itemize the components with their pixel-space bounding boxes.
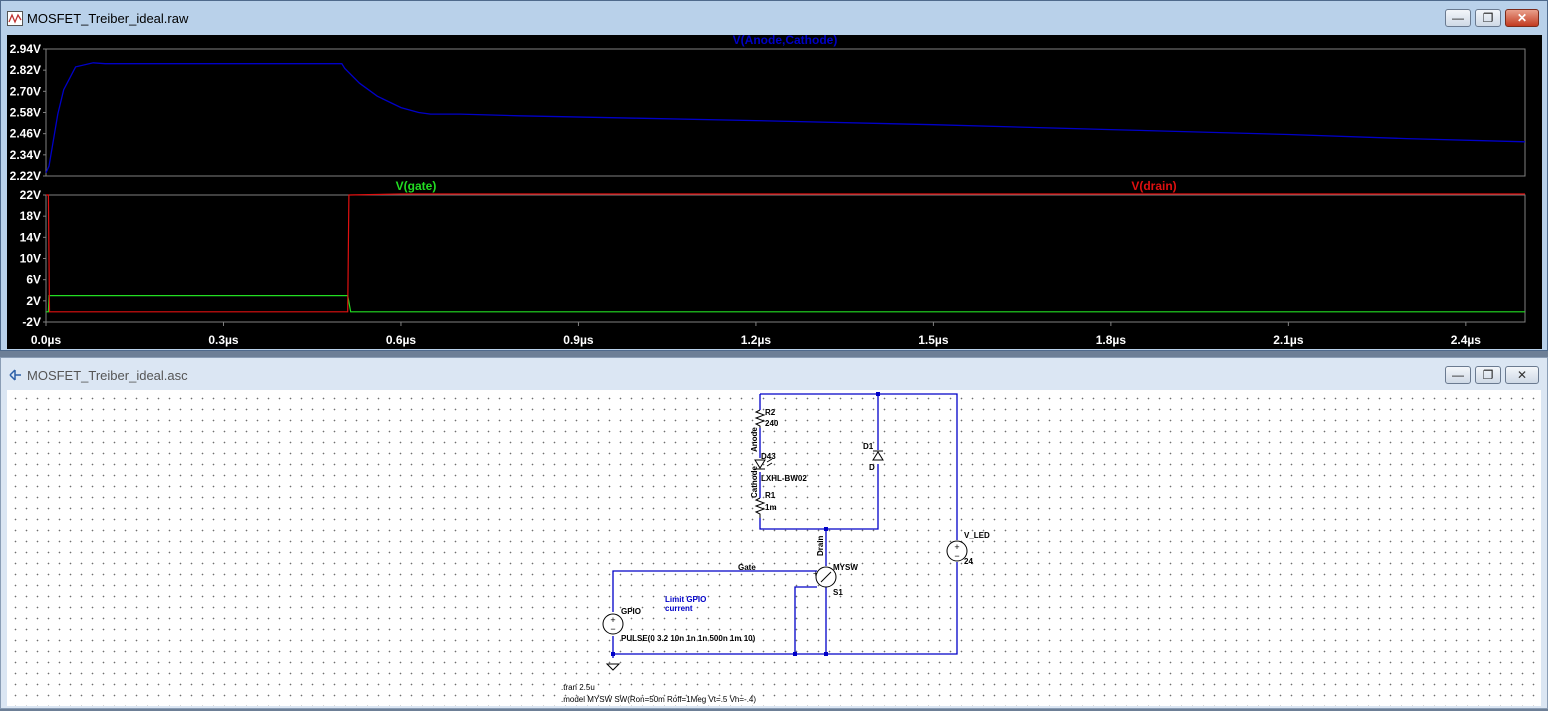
svg-text:+: + [610,615,615,625]
x-tick-label: 2.4µs [1451,333,1482,347]
d43-value[interactable]: LXHL-BW02 [761,474,807,483]
net-label-gate[interactable]: Gate [738,563,756,572]
net-label-cathode[interactable]: Cathode [750,465,759,498]
waveform-app-icon [7,11,23,26]
junction [611,652,615,656]
pane1-y-tick-label: 2.58V [10,106,41,120]
wire-drain [759,518,827,566]
schematic-canvas[interactable]: + − + − + R2 240 D1 D D [7,390,1541,706]
svg-text:−: − [610,624,615,634]
restore-button[interactable]: ❐ [1475,9,1501,27]
pane1-y-tick-label: 2.94V [10,42,41,56]
pane1-frame [45,48,1526,177]
pane2-y-tick-label: 18V [20,209,41,223]
vled-name[interactable]: V_LED [964,531,990,540]
x-tick-label: 0.0µs [31,333,62,347]
d1-name[interactable]: D1 [863,442,874,451]
wire-d1-bottom [826,464,879,530]
pane2-y-tick-label: 10V [20,252,41,266]
pane2-y-tick-label: -2V [22,315,41,329]
r2-name[interactable]: R2 [765,408,776,417]
trace-drain [46,193,1525,313]
x-tick-label: 1.2µs [741,333,772,347]
diode-d1-symbol[interactable] [872,450,884,461]
schematic-window[interactable]: MOSFET_Treiber_ideal.asc — ❐ ✕ [0,357,1548,709]
junction [793,652,797,656]
d1-value[interactable]: D [869,463,875,472]
wire-gate [612,570,817,612]
svg-text:+: + [954,542,959,552]
comment-line-2[interactable]: current [665,604,693,613]
junction [876,392,880,396]
svg-text:−: − [954,551,959,561]
gate-trace-label[interactable]: V(gate) [396,179,437,193]
gpio-value[interactable]: PULSE(0 3.2 10n 1n 1n 500n 1m 10) [621,634,756,643]
pane1-y-tick-label: 2.70V [10,84,41,98]
r1-name[interactable]: R1 [765,491,776,500]
waveform-titlebar[interactable]: MOSFET_Treiber_ideal.raw — ❐ ✕ [1,1,1547,35]
x-tick-label: 1.5µs [918,333,949,347]
wire-top [760,393,958,540]
x-tick-label: 0.6µs [386,333,417,347]
waveform-window[interactable]: MOSFET_Treiber_ideal.raw — ❐ ✕ V(Anode,C… [0,0,1548,351]
minimize-button[interactable]: — [1445,366,1471,384]
resistor-r2-symbol[interactable] [754,409,766,428]
wire-bottom [612,562,958,655]
pane2-y-tick-label: 22V [20,188,41,202]
waveform-plot-area[interactable]: V(Anode,Cathode) 2.94V 2.82V 2.70V 2.58V 2.4… [7,33,1542,349]
net-label-anode[interactable]: Anode [750,427,759,452]
resistor-r1-symbol[interactable] [754,497,766,518]
comment-line-1[interactable]: Limit GPIO [665,595,706,604]
wire-switch-ctrl [794,586,817,654]
svg-text:+: + [813,569,818,578]
junction [824,652,828,656]
x-tick-label: 2.1µs [1273,333,1304,347]
switch-name[interactable]: S1 [833,588,843,597]
pane1-y-tick-label: 2.82V [10,63,41,77]
voltage-source-gpio-symbol[interactable]: + − [602,613,624,635]
schematic-window-title: MOSFET_Treiber_ideal.asc [27,368,188,383]
schematic-svg[interactable]: + − + − + R2 240 D1 D D [7,390,1541,706]
close-button[interactable]: ✕ [1505,366,1539,384]
net-label-drain[interactable]: Drain [816,535,825,556]
junctions [611,392,880,656]
pane2-y-tick-label: 2V [26,294,41,308]
directive-tran[interactable]: .tran 2.5u [561,683,595,692]
pane1-y-tick-label: 2.22V [10,169,41,183]
voltage-source-vled-symbol[interactable]: + − [946,540,968,562]
minimize-button[interactable]: — [1445,9,1471,27]
junction [824,527,828,531]
r1-value[interactable]: 1m [765,503,777,512]
d43-name[interactable]: D43 [761,452,776,461]
x-tick-label: 1.8µs [1096,333,1127,347]
wires [612,393,958,658]
close-button[interactable]: ✕ [1505,9,1539,27]
directive-model[interactable]: .model MYSW SW(Ron=50m Roff=1Meg Vt=.5 V… [561,695,756,704]
trace-anode-cathode [45,62,1526,173]
pane2-y-tick-label: 6V [26,273,41,287]
pane1-y-tick-label: 2.34V [10,148,41,162]
restore-button[interactable]: ❐ [1475,366,1501,384]
vled-value[interactable]: 24 [964,557,973,566]
drain-trace-label[interactable]: V(drain) [1131,179,1176,193]
schematic-app-icon [9,369,21,381]
pane2-y-tick-label: 14V [20,230,41,244]
switch-s1-symbol[interactable]: + [813,566,837,588]
r2-value[interactable]: 240 [765,419,779,428]
trace-gate [46,295,1525,313]
gpio-name[interactable]: GPIO [621,607,641,616]
schematic-titlebar[interactable]: MOSFET_Treiber_ideal.asc — ❐ ✕ [1,358,1547,390]
led-d43-symbol[interactable] [754,458,773,470]
x-tick-label: 0.3µs [208,333,239,347]
pane1-trace-label[interactable]: V(Anode,Cathode) [733,33,838,47]
pane2-frame [45,194,1526,323]
pane1-y-tick-label: 2.46V [10,127,41,141]
ground-icon[interactable] [605,663,621,671]
switch-model[interactable]: MYSW [833,563,858,572]
waveform-window-title: MOSFET_Treiber_ideal.raw [27,11,189,26]
waveform-plot-svg[interactable]: V(Anode,Cathode) 2.94V 2.82V 2.70V 2.58V 2.4… [7,33,1542,349]
x-tick-label: 0.9µs [563,333,594,347]
